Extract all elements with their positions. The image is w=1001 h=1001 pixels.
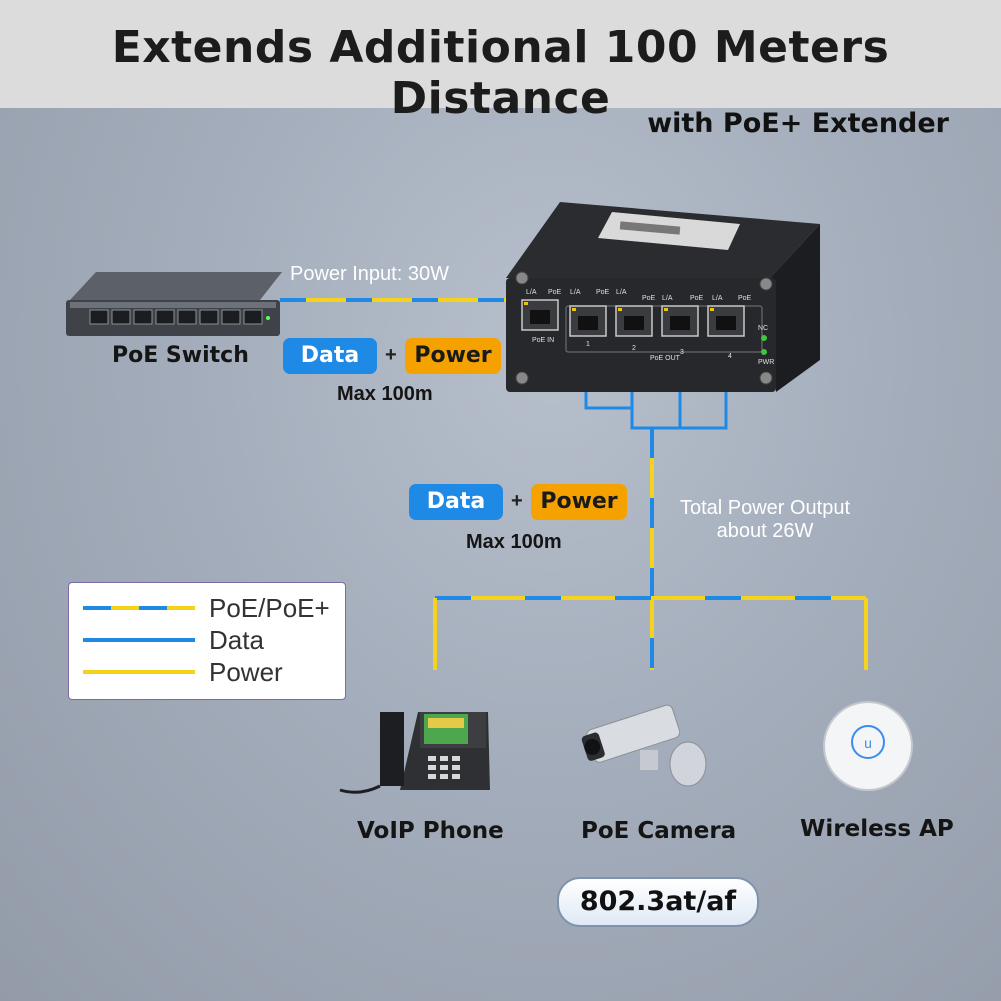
distance-label: Max 100m: [466, 531, 562, 553]
legend-label: Power: [209, 657, 283, 687]
extender-out-label: PoE OUT: [650, 355, 681, 362]
poe-switch-label: PoE Switch: [112, 343, 249, 368]
poe-extender-icon: L/A PoE L/A PoE L/A PoE L/A PoE L/A PoE …: [506, 202, 820, 392]
extender-port-label: L/A: [616, 289, 627, 296]
extender-port-label: PoE: [548, 289, 562, 296]
wireless-ap-icon: u: [823, 701, 913, 791]
power-pill: Power: [405, 338, 501, 374]
plus-sign: +: [385, 344, 397, 366]
extender-port-label: PoE: [690, 295, 704, 302]
page-subtitle: with PoE+ Extender: [647, 108, 949, 139]
standard-badge: 802.3at/af: [557, 877, 759, 927]
voip-phone-icon: [339, 712, 490, 794]
svg-text:u: u: [864, 735, 872, 751]
total-power-line1: Total Power Output: [679, 497, 851, 519]
extender-led-label: PWR: [758, 359, 774, 366]
voip-phone-label: VoIP Phone: [357, 818, 504, 844]
extender-port-label: PoE: [642, 295, 656, 302]
extender-port-label: PoE: [596, 289, 610, 296]
total-power-line2: about 26W: [716, 520, 814, 542]
extender-port-number: 4: [728, 353, 732, 360]
legend-swatch-power: [83, 670, 195, 674]
extender-port-number: 2: [632, 345, 636, 352]
extender-port-label: L/A: [526, 289, 537, 296]
wireless-ap-label: Wireless AP: [800, 816, 954, 842]
data-pill: Data: [283, 338, 377, 374]
power-input-label: Power Input: 30W: [290, 263, 449, 285]
extender-port-label: L/A: [662, 295, 673, 302]
header-bar: [0, 0, 1001, 108]
extender-in-label: PoE IN: [532, 337, 554, 344]
legend-item-power: Power: [83, 657, 333, 687]
legend-label: PoE/PoE+: [209, 593, 330, 623]
legend-item-poe: PoE/PoE+: [83, 593, 333, 623]
distribution-cable: [433, 596, 868, 670]
legend-swatch-data: [83, 638, 195, 642]
legend: PoE/PoE+ Data Power: [68, 582, 346, 700]
page-title: Extends Additional 100 Meters Distance: [111, 22, 890, 124]
extender-port-label: L/A: [570, 289, 581, 296]
extender-port-label: L/A: [712, 295, 723, 302]
legend-swatch-poe: [83, 606, 195, 610]
poe-camera-icon: [581, 704, 707, 787]
extender-port-number: 3: [680, 349, 684, 356]
data-pill: Data: [409, 484, 503, 520]
legend-item-data: Data: [83, 625, 333, 655]
poe-switch-icon: [66, 272, 282, 336]
extender-led-label: NC: [758, 325, 768, 332]
power-pill: Power: [531, 484, 627, 520]
plus-sign: +: [511, 490, 523, 512]
distance-label: Max 100m: [337, 383, 433, 405]
extender-port-label: PoE: [738, 295, 752, 302]
legend-label: Data: [209, 625, 264, 655]
poe-camera-label: PoE Camera: [581, 818, 737, 844]
extender-port-number: 1: [586, 341, 590, 348]
